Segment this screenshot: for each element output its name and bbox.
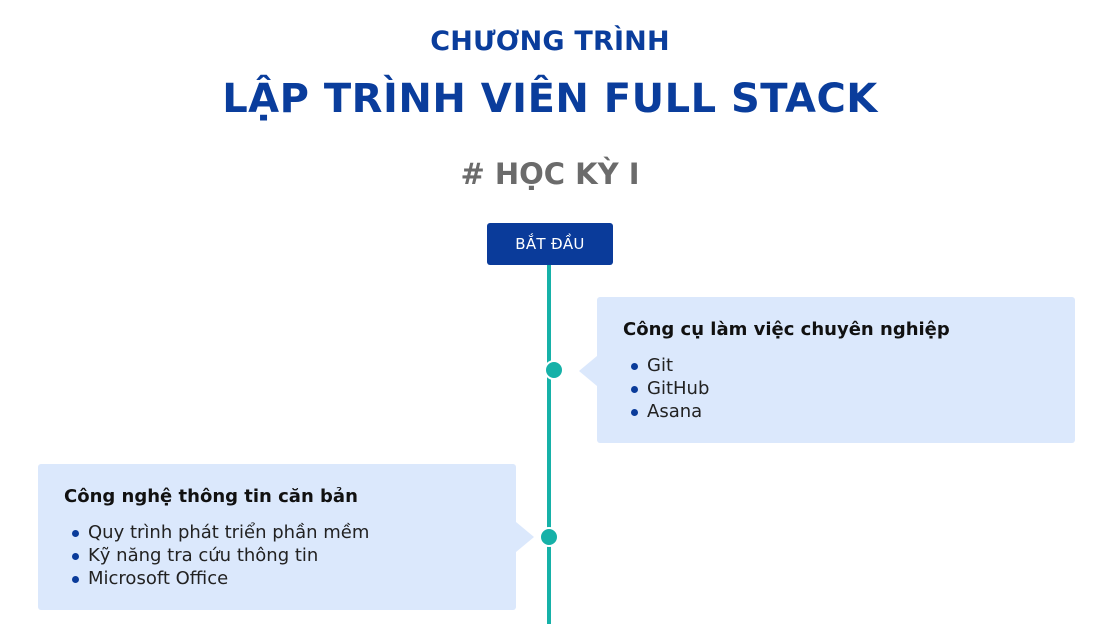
timeline-card-it-basics: Công nghệ thông tin căn bản Quy trình ph… bbox=[38, 464, 534, 610]
timeline-card-tools: Công cụ làm việc chuyên nghiệp Git GitHu… bbox=[579, 297, 1075, 443]
list-item: GitHub bbox=[631, 377, 1049, 400]
list-item: Quy trình phát triển phần mềm bbox=[72, 521, 490, 544]
list-item: Git bbox=[631, 354, 1049, 377]
card-pointer bbox=[579, 356, 597, 386]
card-title: Công cụ làm việc chuyên nghiệp bbox=[623, 319, 950, 340]
list-item-text: Microsoft Office bbox=[88, 568, 229, 589]
timeline-line bbox=[547, 265, 551, 624]
card-pointer bbox=[516, 522, 534, 552]
bullet-icon bbox=[72, 530, 79, 537]
bullet-icon bbox=[72, 576, 79, 583]
timeline-node-2 bbox=[539, 527, 559, 547]
timeline-node-1 bbox=[544, 360, 564, 380]
card-bullet-list: Git GitHub Asana bbox=[623, 354, 1049, 423]
list-item-text: GitHub bbox=[647, 378, 710, 399]
list-item: Kỹ năng tra cứu thông tin bbox=[72, 544, 490, 567]
start-marker: BẮT ĐẦU bbox=[487, 223, 613, 265]
start-label: BẮT ĐẦU bbox=[515, 235, 585, 253]
bullet-icon bbox=[72, 553, 79, 560]
bullet-icon bbox=[631, 363, 638, 370]
program-subtitle: CHƯƠNG TRÌNH bbox=[430, 26, 670, 57]
bullet-icon bbox=[631, 386, 638, 393]
list-item: Asana bbox=[631, 400, 1049, 423]
list-item-text: Git bbox=[647, 355, 674, 376]
card-title: Công nghệ thông tin căn bản bbox=[64, 486, 358, 507]
list-item-text: Quy trình phát triển phần mềm bbox=[88, 522, 370, 543]
list-item: Microsoft Office bbox=[72, 567, 490, 590]
card-bullet-list: Quy trình phát triển phần mềm Kỹ năng tr… bbox=[64, 521, 490, 590]
list-item-text: Asana bbox=[647, 401, 703, 422]
bullet-icon bbox=[631, 409, 638, 416]
list-item-text: Kỹ năng tra cứu thông tin bbox=[88, 545, 319, 566]
program-title: LẬP TRÌNH VIÊN FULL STACK bbox=[222, 76, 878, 122]
semester-heading: # HỌC KỲ I bbox=[460, 157, 640, 191]
